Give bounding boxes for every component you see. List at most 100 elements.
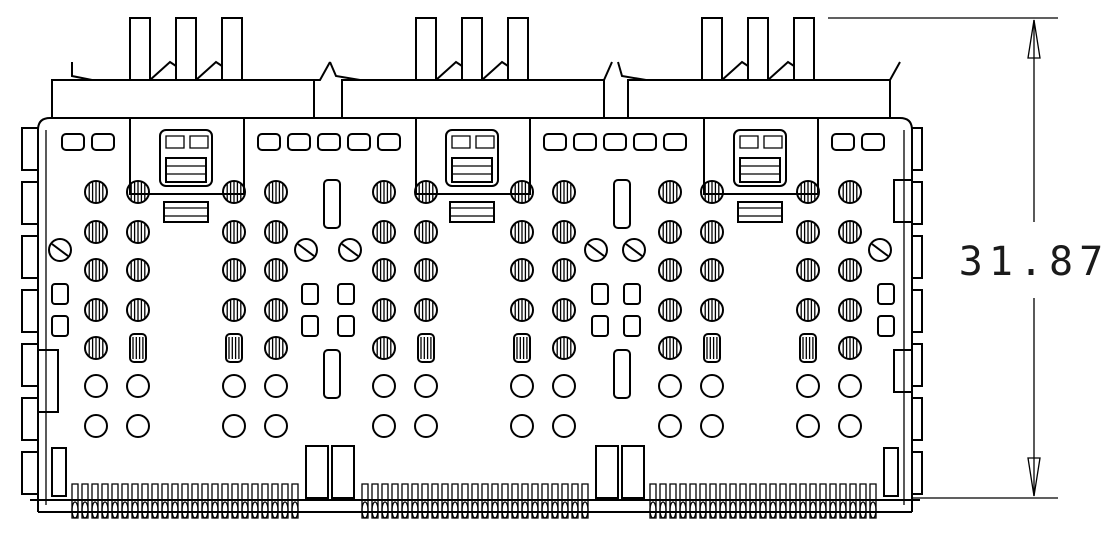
press-fit-eye (182, 502, 188, 518)
vent-hole (373, 221, 395, 243)
keyed-hole-cut (588, 244, 604, 256)
vent-hole (511, 259, 533, 281)
vent-hole (797, 221, 819, 243)
vent-hole (797, 375, 819, 397)
press-fit-eye (232, 502, 238, 518)
vent-hole (839, 259, 861, 281)
press-fit-eye (700, 502, 706, 518)
vent-hole (701, 415, 723, 437)
press-fit-eye (572, 502, 578, 518)
vent-hole (265, 337, 287, 359)
keyed-hole-cut (872, 244, 888, 256)
press-fit-eye (132, 502, 138, 518)
vent-hole (265, 375, 287, 397)
vent-hole (701, 299, 723, 321)
press-fit-eye (72, 502, 78, 518)
press-fit-eye (222, 502, 228, 518)
vent-hole (85, 259, 107, 281)
vent-hole (553, 415, 575, 437)
press-fit-eye (810, 502, 816, 518)
vent-slot (226, 334, 242, 362)
vent-hole (553, 221, 575, 243)
vent-hole (511, 375, 533, 397)
press-fit-eye (382, 502, 388, 518)
press-fit-eye (650, 502, 656, 518)
press-fit-eye (442, 502, 448, 518)
press-fit-eye (152, 502, 158, 518)
press-fit-eye (850, 502, 856, 518)
vent-hole (797, 181, 819, 203)
press-fit-eye (840, 502, 846, 518)
vent-hole (553, 259, 575, 281)
vent-hole (839, 221, 861, 243)
vent-slot (130, 334, 146, 362)
press-fit-eye (292, 502, 298, 518)
vent-hole (839, 181, 861, 203)
keyed-hole (585, 239, 607, 261)
press-fit-eye (750, 502, 756, 518)
press-fit-eye (422, 502, 428, 518)
press-fit-eye (820, 502, 826, 518)
press-fit-eye (172, 502, 178, 518)
left-side-tabs (22, 128, 58, 494)
center-slots (52, 180, 894, 398)
vent-hole (85, 181, 107, 203)
vent-slot (704, 334, 720, 362)
vent-hole (659, 299, 681, 321)
vent-hole (415, 375, 437, 397)
vent-hole (839, 299, 861, 321)
press-fit-eye (710, 502, 716, 518)
vent-hole (701, 181, 723, 203)
press-fit-eye (402, 502, 408, 518)
press-fit-eye (770, 502, 776, 518)
vent-hole (659, 259, 681, 281)
press-fit-eye (670, 502, 676, 518)
arrowhead-bottom (1028, 458, 1040, 496)
press-fit-eye (562, 502, 568, 518)
vent-hole (127, 415, 149, 437)
vent-hole (659, 181, 681, 203)
press-fit-eye (122, 502, 128, 518)
keyed-hole (623, 239, 645, 261)
vent-hole (127, 375, 149, 397)
vent-hole (659, 415, 681, 437)
press-fit-eye (252, 502, 258, 518)
vent-hole (265, 221, 287, 243)
vent-hole (701, 221, 723, 243)
vent-hole (265, 415, 287, 437)
press-fit-eye (272, 502, 278, 518)
vent-hole (415, 181, 437, 203)
vent-hole (223, 259, 245, 281)
press-fit-eye (472, 502, 478, 518)
top-slot-row (62, 134, 884, 150)
press-fit-eye (492, 502, 498, 518)
press-fit-eye (522, 502, 528, 518)
press-fit-eye (680, 502, 686, 518)
vent-hole (373, 181, 395, 203)
vent-hole (85, 337, 107, 359)
vent-slot (514, 334, 530, 362)
vent-hole (265, 299, 287, 321)
vent-hole (85, 415, 107, 437)
press-fit-eye (242, 502, 248, 518)
vent-hole (223, 181, 245, 203)
press-fit-eye (690, 502, 696, 518)
vent-hole-grid (49, 181, 891, 437)
press-fit-eye (860, 502, 866, 518)
height-dimension: 31.87 (828, 18, 1103, 498)
vent-hole (223, 415, 245, 437)
press-fit-eye (720, 502, 726, 518)
keyed-hole-cut (52, 244, 68, 256)
arrowhead-top (1028, 20, 1040, 58)
vent-hole (511, 299, 533, 321)
press-fit-eye (790, 502, 796, 518)
press-fit-eye (202, 502, 208, 518)
vent-hole (127, 299, 149, 321)
press-fit-eye (392, 502, 398, 518)
vent-hole (659, 337, 681, 359)
latch-housing-port-1 (52, 18, 330, 222)
press-fit-eye (760, 502, 766, 518)
vent-hole (85, 299, 107, 321)
vent-hole (553, 181, 575, 203)
